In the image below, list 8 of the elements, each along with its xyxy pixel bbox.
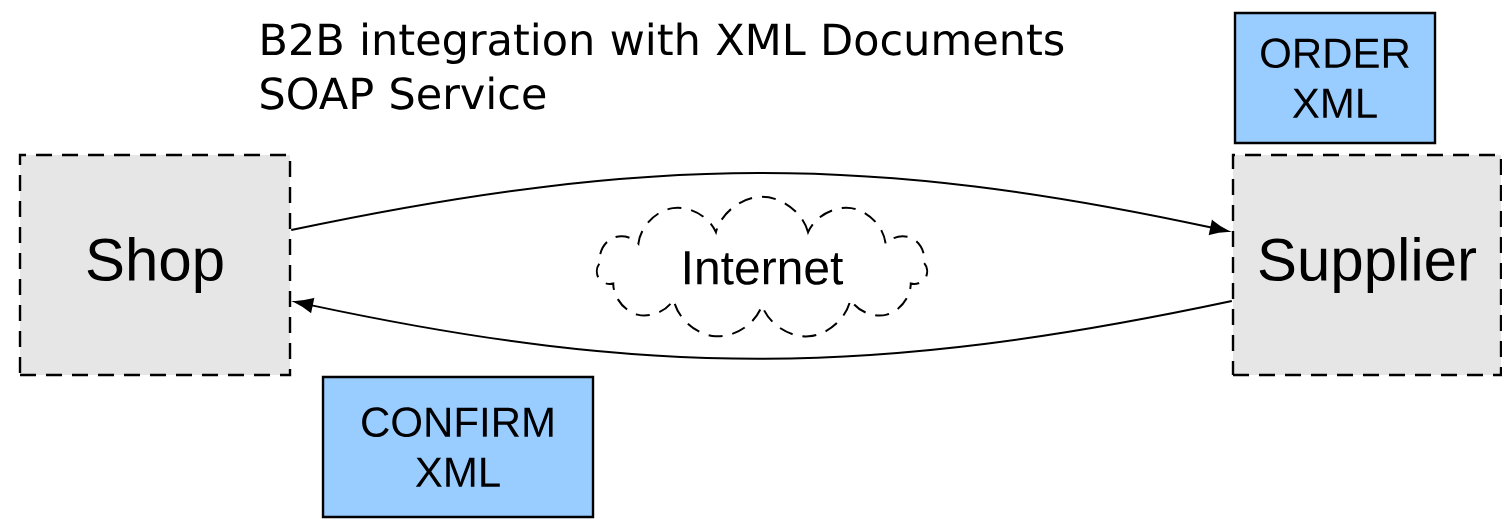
title: B2B integration with XML Documents SOAP Service [261, 22, 1064, 110]
arrow [294, 298, 1233, 360]
network-cloud: Internet [595, 195, 929, 338]
system-box: Supplier [1231, 153, 1502, 377]
system-box: Shop [18, 153, 292, 377]
arrow [290, 172, 1229, 235]
document-box: CONFIRM XML [321, 375, 595, 519]
document-box: ORDER XML [1233, 11, 1437, 145]
